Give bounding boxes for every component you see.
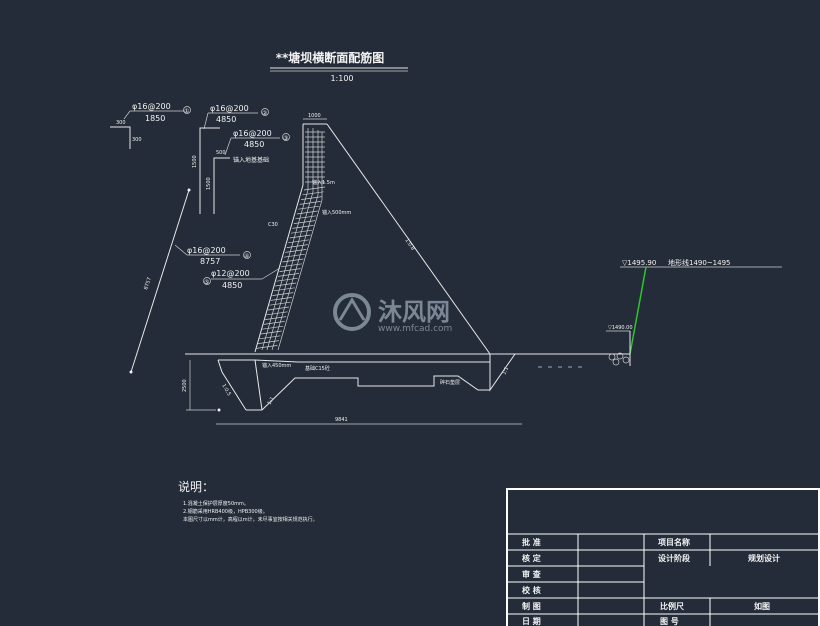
svg-text:锚入地基基础: 锚入地基基础 [233,156,269,164]
svg-text:基础C15砼: 基础C15砼 [305,365,330,372]
rebar-label-3: φ16@200 4850 ③ [224,129,290,156]
svg-text:4850: 4850 [222,281,242,290]
svg-text:②: ② [262,110,268,117]
svg-text:φ12@200: φ12@200 [211,269,250,278]
svg-text:碎石垫层: 碎石垫层 [440,379,460,386]
svg-text:9841: 9841 [335,417,348,423]
svg-text:φ16@200: φ16@200 [210,104,249,113]
rebar-mesh-ticks [256,131,326,349]
svg-text:本图尺寸以mm计，高程以m计，未尽事宜按相关规范执行。: 本图尺寸以mm计，高程以m计，未尽事宜按相关规范执行。 [183,516,318,523]
tb-label-check: 校 核 [522,585,541,595]
svg-text:4850: 4850 [244,140,264,149]
tb-field-scale: 比例尺 [660,601,684,611]
svg-text:1:1: 1:1 [501,366,510,376]
svg-text:1:0.5: 1:0.5 [220,383,232,397]
drawing-scale: 1:100 [330,74,353,83]
svg-text:www.mfcad.com: www.mfcad.com [378,324,452,334]
svg-text:4850: 4850 [216,115,236,124]
tb-field-drawing-no: 图 号 [660,617,679,626]
tb-label-date: 日 期 [522,616,541,626]
svg-text:1:0.8: 1:0.8 [403,238,415,252]
rebar-mesh [261,128,323,351]
svg-text:地形线1490~1495: 地形线1490~1495 [668,258,731,267]
svg-text:④: ④ [244,253,249,260]
dam-section: 1000 1:0.8 锚入1.5m 锚入500mm C30 锚入450mm 1:… [182,113,630,425]
svg-text:300: 300 [132,137,142,143]
tb-field-project: 项目名称 [658,537,690,547]
drawing-title: **塘坝横断面配筋图 [276,50,385,65]
svg-text:③: ③ [283,135,288,142]
svg-text:①: ① [184,108,189,115]
svg-text:C30: C30 [268,222,278,228]
svg-text:1.混凝土保护层厚度50mm。: 1.混凝土保护层厚度50mm。 [183,500,249,507]
rebar-label-5: ⑤ φ12@200 4850 [203,267,281,290]
rebar-shape-1: 300 300 [110,120,142,149]
svg-text:1500: 1500 [192,155,198,168]
rebar-shape-3: 锚入地基基础 500 1500 [206,150,269,214]
svg-text:沐风网: 沐风网 [378,298,450,326]
svg-text:1500: 1500 [206,177,212,190]
terrain-area: ▽1495.90 地形线1490~1495 ▽1490.00 [606,258,782,366]
svg-text:1850: 1850 [145,114,165,123]
tb-label-review: 审 查 [522,569,542,579]
tb-label-approve: 批 准 [522,537,541,547]
watermark-logo-icon [333,293,371,331]
rebar-shape-2: 1500 [192,127,220,214]
watermark: 沐风网 www.mfcad.com [333,293,452,334]
svg-text:8757: 8757 [200,257,220,266]
svg-text:⑤: ⑤ [204,279,209,286]
tb-value-scale: 如图 [754,601,770,611]
rebar-shape-4: 8757 [129,188,191,374]
svg-text:φ16@200: φ16@200 [233,129,272,138]
svg-text:500: 500 [216,150,226,156]
svg-text:锚入450mm: 锚入450mm [262,362,291,369]
svg-text:锚入500mm: 锚入500mm [322,209,351,216]
svg-text:1000: 1000 [308,113,321,119]
svg-text:▽1495.90: ▽1495.90 [622,259,656,267]
svg-text:2500: 2500 [182,379,188,392]
svg-text:说明：: 说明： [178,479,214,494]
title-block: 批 准 核 定 审 查 校 核 制 图 日 期 项目名称 设计阶段 规划设计 比… [506,488,820,626]
svg-text:φ16@200: φ16@200 [132,102,171,111]
notes: 说明： 1.混凝土保护层厚度50mm。 2.钢筋采用HRB400级，HPB300… [178,479,318,523]
svg-text:锚入1.5m: 锚入1.5m [312,179,335,186]
svg-text:300: 300 [116,120,126,126]
svg-text:▽1490.00: ▽1490.00 [608,325,633,331]
tb-label-verify: 核 定 [522,553,541,563]
svg-text:8757: 8757 [143,277,153,291]
rebar-label-1: φ16@200 1850 ① [123,102,191,123]
svg-text:2.钢筋采用HRB400级，HPB300级。: 2.钢筋采用HRB400级，HPB300级。 [183,508,268,515]
tb-value-stage: 规划设计 [748,553,780,563]
terrain-line [629,266,647,355]
svg-text:φ16@200: φ16@200 [187,246,226,255]
tb-field-stage: 设计阶段 [658,553,690,563]
tb-label-draw: 制 图 [522,601,541,611]
rebar-label-4: φ16@200 8757 ④ [174,244,251,266]
rebar-label-2: φ16@200 4850 ② [203,104,269,130]
